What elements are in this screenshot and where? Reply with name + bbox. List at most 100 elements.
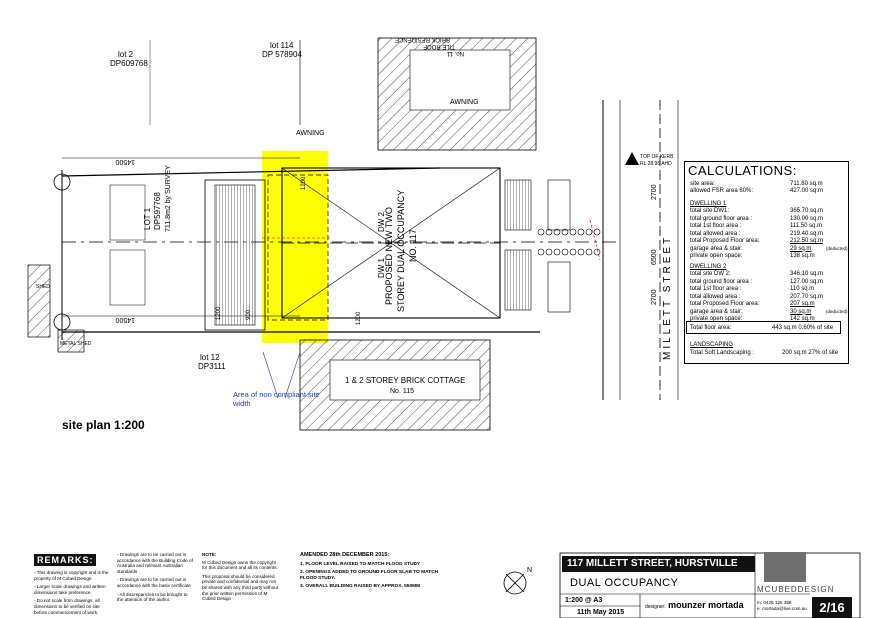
lot12-label: lot 12 [200,353,220,362]
amendments-block: AMENDED 28th DECEMBER 2015: 1. FLOOR LEV… [300,552,445,590]
calc-row-label: private open space: [690,253,743,259]
total-floor-label: Total floor area: [690,325,732,331]
calc-row-label: private open space: [690,316,743,322]
amendment-item: 2. OPENINGS ADDED TO GROUND FLOOR SLAB T… [300,570,439,581]
calc-row-value: 346.10 sq.m [790,271,824,277]
calc-row-label: total 1st floor area : [690,223,742,229]
street-label-millett: MILLETT STREET [662,235,673,360]
rear-yard-hatch [214,184,256,326]
calc-row-label: total Proposed Floor area: [690,301,760,307]
calc-row-value: 219.40 sq.m [790,230,824,237]
dim-street-b: 2700 [651,289,658,305]
kerb-marker-icon [625,152,639,165]
drawing-date: 11th May 2015 [577,609,625,616]
lot12-dp-label: DP3111 [198,362,226,371]
remarks-col1-item: - Larger scale drawings and written dime… [34,584,106,595]
setback-1200c: 1200 [356,311,362,325]
remarks-col2-item: - All discrepancies to be brought to the… [117,591,188,603]
awning-top-label: AWNING [450,99,479,106]
calc-row-value: 29 sq.m [790,245,812,252]
calc-row-value: 142 sq.m [790,316,815,322]
calc-row-label: total site DW 2: [690,271,731,277]
front-planting [537,228,601,256]
left-shed [27,264,51,338]
lot114-label: lot 114 [270,41,294,50]
deducted-note: (deducted) [826,245,848,251]
calc-row-value: 111.50 sq.m [790,223,823,229]
north-label: N [527,567,532,574]
metal-shed-label: METAL SHED [60,341,92,347]
calc-row-label: garage area & stair: [690,245,743,252]
dim-street-a: 2700 [651,184,658,200]
dim-bottom: 14500 [115,316,135,323]
contact-info: m: 0425 125 358 e: mortada@live.com.au [757,600,807,612]
dim-top: 14500 [115,158,135,165]
remarks-col2-item: - Drawings are to be carried out in acco… [117,552,193,574]
amendments-heading: AMENDED 28th DECEMBER 2015: [300,552,390,558]
shed-label: SHED [36,284,50,290]
lot2-label: lot 2 [118,50,134,59]
cottage-label: 1 & 2 STOREY BRICK COTTAGE [345,376,465,385]
calc-row-label: total ground floor area : [690,215,753,222]
remarks-col3: NOTE: M Cubed Design owns the copyright … [202,552,282,602]
garage-dw1 [504,249,532,311]
brick-residence-label: BRICK RESIDENCE [395,36,450,42]
calc-row-label: total 1st floor area : [690,286,742,292]
lot1-area-label: 711.8m2 by SURVEY [165,165,172,232]
calc-row-value: 110 sq.m [790,286,815,292]
amendment-item: 1. FLOOR LEVEL RAISED TO MATCH FLOOD STU… [300,562,421,567]
calculations-panel [684,161,849,364]
lot1-dp-label: DP597768 [153,192,162,230]
drawing-scale: 1:200 @ A3 [565,597,603,604]
building-label-line3: NO. 117 [408,229,418,262]
no115-label: No. 115 [390,388,414,395]
calc-row-value: 365.70 sq.m [790,208,824,214]
dw2-label: DW 2 [377,211,386,232]
calc-row-label: total site DW1: [690,208,730,214]
designer-prefix: designer: [645,604,666,610]
tile-roof-label: TILE ROOF [423,43,455,49]
calc-row-value: 130.00 sq.m [790,215,824,222]
project-address: 117 MILLETT STREET, HURSTVILLE [562,556,755,572]
dwelling2-heading: DWELLING 2 [690,264,727,270]
metal-shed [57,329,85,353]
remarks-col3-item: This proposal should be considered priva… [202,573,279,602]
company-logo [764,552,806,582]
calc-row-value: 138 sq.m [790,253,815,259]
calc-row-value: 127.00 sq.m [790,278,824,285]
project-name: DUAL OCCUPANCY [570,577,679,589]
calc-row-label: total allowed area : [690,293,741,300]
building-label-line2: STOREY DUAL OCCUPANCY [396,190,406,312]
landscaping-heading: LANDSCAPING [690,342,734,348]
allowed-fsr-value: 427.00 sq.m [790,188,824,194]
amendment-item: 3. OVERALL BUILDING RAISED BY APPROX. 55… [300,584,421,589]
non-compliant-highlight [262,151,328,343]
contact-phone: m: 0425 125 358 [757,600,792,605]
soft-landscaping-value: 200 sq.m 27% of site [782,350,839,356]
setback-900: 900 [246,309,252,320]
note-heading: NOTE: [202,552,217,557]
neighbour-no11-inner [409,49,511,111]
garage-dw2 [504,179,532,231]
calc-row-value: 207.70 sq.m [790,293,824,300]
non-compliant-note: Area of non compliant site width [233,390,320,408]
rl-label: RL 28.96 AHD [640,161,672,167]
neighbour-no115-inner [329,359,481,401]
calculations-title: CALCULATIONS: [688,163,797,178]
calc-row-value: 207 sq.m [790,301,815,307]
total-floor-value: 443 sq.m 0.60% of site [772,325,834,331]
setback-1200b: 1200 [301,176,307,190]
soft-landscaping-label: Total Soft Landscaping : [690,350,755,356]
no11-label: No. 11 [446,50,464,56]
awning-left-label: AWNING [296,130,325,137]
calc-row-label: garage area & stair: [690,308,743,315]
building-label-line1: PROPOSED NEW TWO [384,207,394,305]
allowed-fsr-label: allowed FSR area 60%: [690,188,754,194]
designer-name: mounzer mortada [668,600,744,610]
site-area-value: 711.80 sq.m [790,181,823,187]
top-of-kerb-label: TOP OF KERB [640,154,674,160]
dim-street-total: 6500 [651,249,658,265]
lot114-dp-label: DP 578904 [262,50,302,59]
remarks-col1-item: - Do not scale from drawings, all dimens… [34,598,100,615]
